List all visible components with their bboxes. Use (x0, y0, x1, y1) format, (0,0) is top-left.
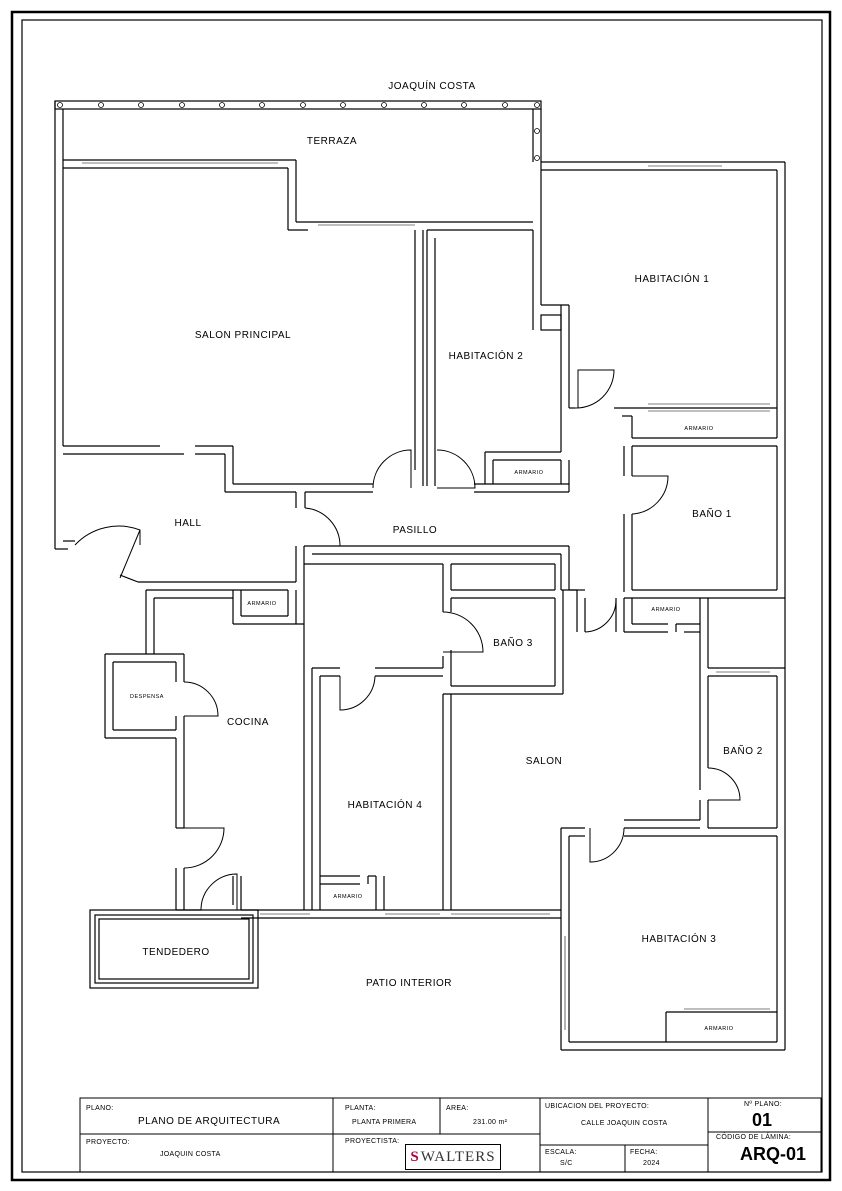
armario-label: ARMARIO (651, 607, 680, 613)
n-plano-value: 01 (752, 1110, 773, 1130)
armario-label: ARMARIO (684, 426, 713, 432)
ubicacion-value: CALLE JOAQUIN COSTA (581, 1120, 668, 1127)
ubicacion-label: UBICACION DEL PROYECTO: (545, 1103, 650, 1110)
proyecto-value: JOAQUIN COSTA (160, 1151, 221, 1158)
codigo-value: ARQ-01 (740, 1144, 807, 1164)
fecha-value: 2024 (643, 1160, 660, 1167)
proyectista-label: PROYECTISTA: (345, 1138, 400, 1145)
room-label-habitacion-4: HABITACIÓN 4 (348, 798, 423, 811)
planta-label: PLANTA: (345, 1105, 376, 1112)
armario-label: ARMARIO (514, 470, 543, 476)
street-label: JOAQUÍN COSTA (388, 79, 475, 92)
planta-value: PLANTA PRIMERA (352, 1119, 417, 1126)
armario-label: ARMARIO (247, 601, 276, 607)
proyecto-label: PROYECTO: (86, 1139, 130, 1146)
escala-label: ESCALA: (545, 1149, 577, 1156)
plano-label: PLANO: (86, 1105, 114, 1112)
armario-label: ARMARIO (704, 1026, 733, 1032)
room-label-cocina: COCINA (227, 717, 269, 728)
plano-value: PLANO DE ARQUITECTURA (138, 1116, 281, 1127)
area-label: AREA: (446, 1105, 469, 1112)
door-swings (74, 369, 741, 911)
walls (54, 100, 786, 1051)
room-label-habitacion-1: HABITACIÓN 1 (635, 272, 710, 285)
title-block-frame (79, 1097, 822, 1173)
room-label-patio-interior: PATIO INTERIOR (366, 978, 452, 989)
room-label-salon: SALON (526, 756, 562, 767)
room-label-terraza: TERRAZA (307, 136, 357, 147)
room-labels: JOAQUÍN COSTA TERRAZA SALON PRINCIPAL HA… (130, 79, 763, 1032)
room-label-bano-1: BAÑO 1 (692, 507, 732, 520)
escala-value: S/C (560, 1160, 573, 1167)
room-label-despensa: DESPENSA (130, 694, 164, 700)
room-label-habitacion-3: HABITACIÓN 3 (642, 932, 717, 945)
area-value: 231.00 m² (473, 1119, 508, 1126)
n-plano-label: Nº PLANO: (744, 1101, 782, 1108)
room-label-pasillo: PASILLO (393, 525, 437, 536)
codigo-label: CÓDIGO DE LÁMINA: (716, 1134, 792, 1141)
fecha-label: FECHA: (630, 1149, 658, 1156)
room-label-bano-3: BAÑO 3 (493, 636, 533, 649)
logo-mark-icon: S (410, 1148, 420, 1165)
room-label-hall: HALL (174, 518, 201, 529)
room-label-bano-2: BAÑO 2 (723, 744, 763, 757)
room-label-tendedero: TENDEDERO (142, 947, 209, 958)
terrace-railing-posts (57, 102, 540, 161)
armario-label: ARMARIO (333, 894, 362, 900)
room-label-salon-principal: SALON PRINCIPAL (195, 330, 291, 341)
logo-text: WALTERS (420, 1148, 496, 1165)
room-label-habitacion-2: HABITACIÓN 2 (449, 349, 524, 362)
